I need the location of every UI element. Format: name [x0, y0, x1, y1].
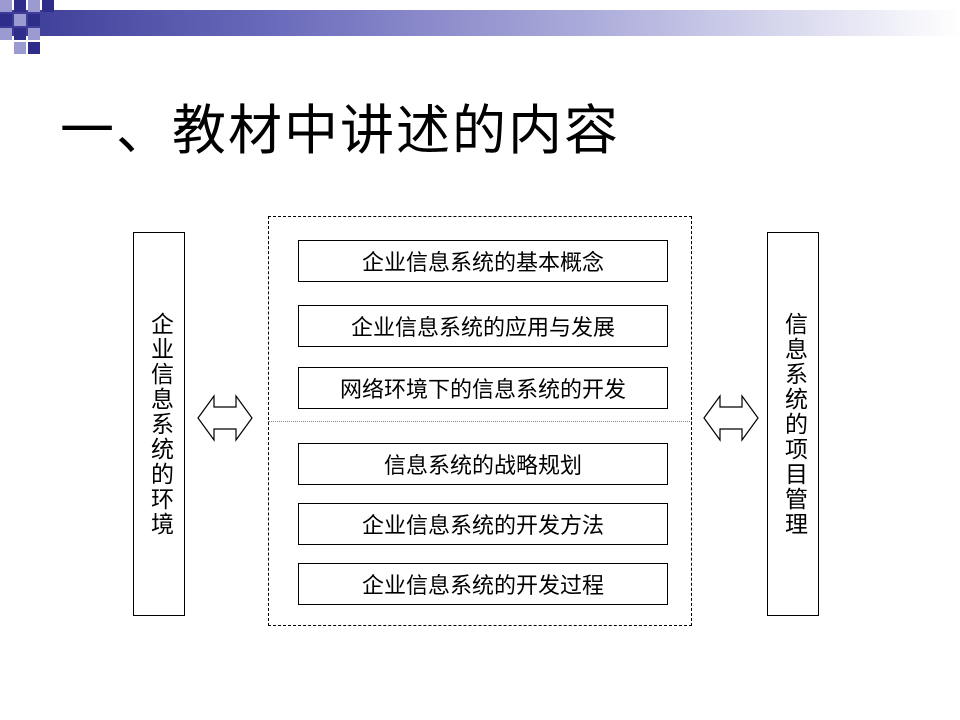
left-panel-label: 企业信息系统的环境: [146, 311, 173, 537]
content-item: 网络环境下的信息系统的开发: [298, 367, 668, 409]
page-title: 一、教材中讲述的内容: [60, 99, 620, 162]
content-item: 信息系统的战略规划: [298, 443, 668, 485]
content-item: 企业信息系统的基本概念: [298, 240, 668, 282]
content-item: 企业信息系统的开发过程: [298, 563, 668, 605]
header-band: [0, 10, 960, 36]
double-arrow-icon: [703, 394, 759, 442]
content-item: 企业信息系统的应用与发展: [298, 305, 668, 347]
double-arrow-icon: [197, 394, 253, 442]
right-panel-label: 信息系统的项目管理: [780, 311, 807, 537]
content-item: 企业信息系统的开发方法: [298, 503, 668, 545]
section-divider: [268, 421, 692, 422]
left-panel: 企业信息系统的环境: [133, 232, 185, 616]
right-panel: 信息系统的项目管理: [767, 232, 819, 616]
